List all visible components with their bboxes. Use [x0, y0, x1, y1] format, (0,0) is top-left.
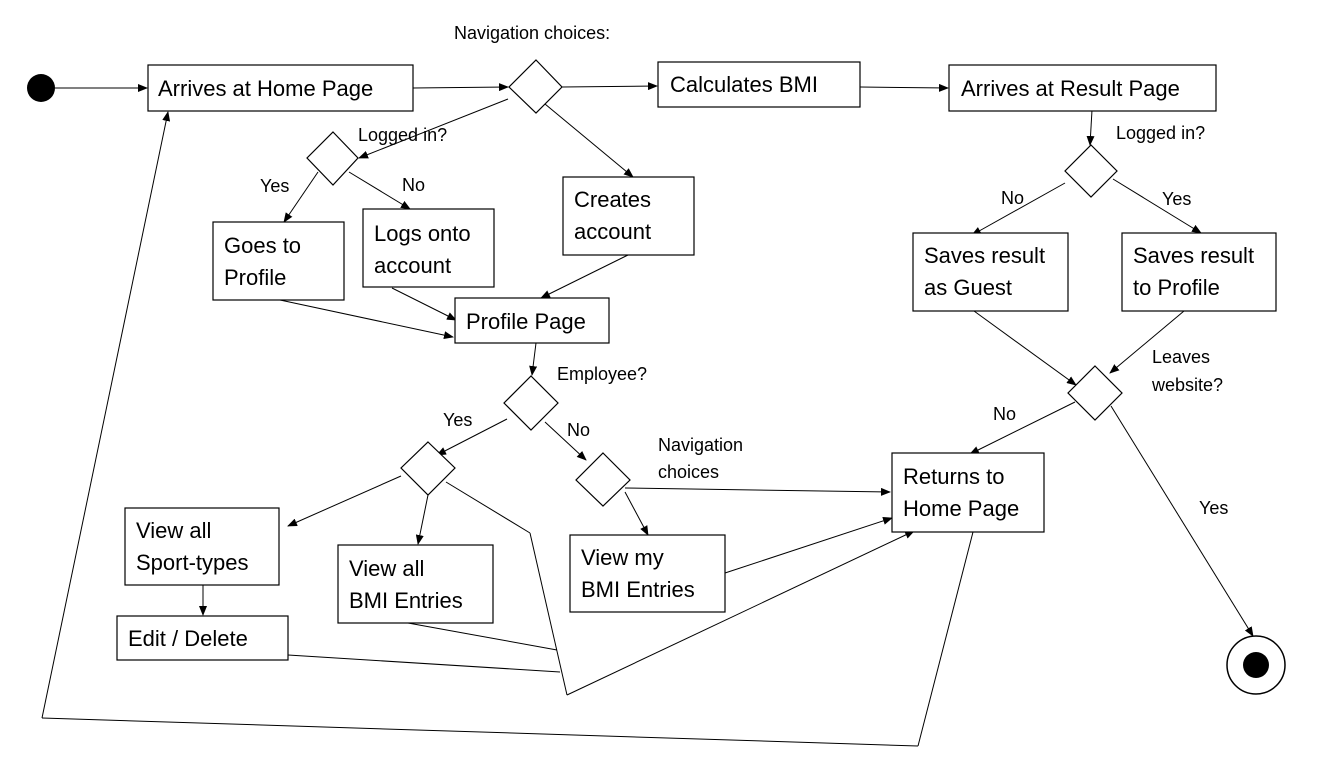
label-yes-right: Yes: [1162, 189, 1191, 209]
node-saves-to-profile: Saves result to Profile: [1121, 232, 1277, 312]
node-returns-to-home: Returns to Home Page: [891, 452, 1045, 533]
label-leaves-website-line1: Leaves: [1152, 347, 1210, 367]
node-saves-as-guest: Saves result as Guest: [912, 232, 1069, 312]
node-arrives-result: Arrives at Result Page: [948, 64, 1217, 112]
label-no-leave: No: [993, 404, 1016, 424]
node-arrives-result-text: Arrives at Result Page: [961, 76, 1180, 101]
decision-logged-in-right: [1064, 144, 1118, 198]
node-profile-page-text: Profile Page: [466, 309, 586, 334]
label-yes-left: Yes: [260, 176, 289, 196]
end-node: [1226, 635, 1286, 695]
node-creates-account-line2: account: [574, 219, 651, 244]
decision-logged-in-left: [306, 131, 359, 186]
label-no-employee: No: [567, 420, 590, 440]
node-profile-page: Profile Page: [454, 297, 610, 344]
node-view-all-bmi-line2: BMI Entries: [349, 588, 463, 613]
node-view-my-bmi-line2: BMI Entries: [581, 577, 695, 602]
node-view-sport-types-line1: View all: [136, 518, 211, 543]
label-navigation-choices-top: Navigation choices:: [454, 23, 610, 43]
node-view-sport-types: View all Sport-types: [124, 507, 280, 586]
start-node: [27, 74, 55, 102]
node-view-my-bmi-line1: View my: [581, 545, 664, 570]
node-logs-onto-account: Logs onto account: [362, 208, 495, 288]
node-view-sport-types-line2: Sport-types: [136, 550, 249, 575]
node-saves-to-profile-line1: Saves result: [1133, 243, 1254, 268]
node-calculates-bmi: Calculates BMI: [657, 61, 861, 108]
node-saves-to-profile-line2: to Profile: [1133, 275, 1220, 300]
node-creates-account: Creates account: [562, 176, 695, 256]
node-arrives-home: Arrives at Home Page: [147, 64, 414, 112]
node-calculates-bmi-text: Calculates BMI: [670, 72, 818, 97]
label-yes-employee: Yes: [443, 410, 472, 430]
node-creates-account-line1: Creates: [574, 187, 651, 212]
node-edit-delete: Edit / Delete: [116, 615, 289, 661]
node-edit-delete-text: Edit / Delete: [128, 626, 248, 651]
node-returns-to-home-line2: Home Page: [903, 496, 1019, 521]
decision-navigation-top: [508, 59, 563, 114]
decision-employee-yes: [400, 441, 456, 496]
node-goes-to-profile: Goes to Profile: [212, 221, 345, 301]
decision-navigation-no: [575, 452, 631, 507]
node-arrives-home-text: Arrives at Home Page: [158, 76, 373, 101]
node-goes-to-profile-line2: Profile: [224, 265, 286, 290]
label-no-left: No: [402, 175, 425, 195]
connectors: [41, 82, 1254, 747]
node-view-all-bmi: View all BMI Entries: [337, 544, 494, 624]
label-no-right: No: [1001, 188, 1024, 208]
label-yes-leave: Yes: [1199, 498, 1228, 518]
labels: Navigation choices: Logged in? Yes No Lo…: [260, 23, 1228, 518]
node-returns-to-home-line1: Returns to: [903, 464, 1005, 489]
node-saves-as-guest-line2: as Guest: [924, 275, 1012, 300]
label-navigation-choices-line1: Navigation: [658, 435, 743, 455]
decision-employee: [503, 375, 559, 431]
node-logs-onto-account-line1: Logs onto: [374, 221, 471, 246]
node-view-all-bmi-line1: View all: [349, 556, 424, 581]
label-logged-in-left: Logged in?: [358, 125, 447, 145]
label-navigation-choices-line2: choices: [658, 462, 719, 482]
label-leaves-website-line2: website?: [1151, 375, 1223, 395]
node-goes-to-profile-line1: Goes to: [224, 233, 301, 258]
node-saves-as-guest-line1: Saves result: [924, 243, 1045, 268]
label-employee: Employee?: [557, 364, 647, 384]
node-view-my-bmi: View my BMI Entries: [569, 534, 726, 613]
decision-leaves-website: [1067, 365, 1123, 421]
label-logged-in-right: Logged in?: [1116, 123, 1205, 143]
node-logs-onto-account-line2: account: [374, 253, 451, 278]
